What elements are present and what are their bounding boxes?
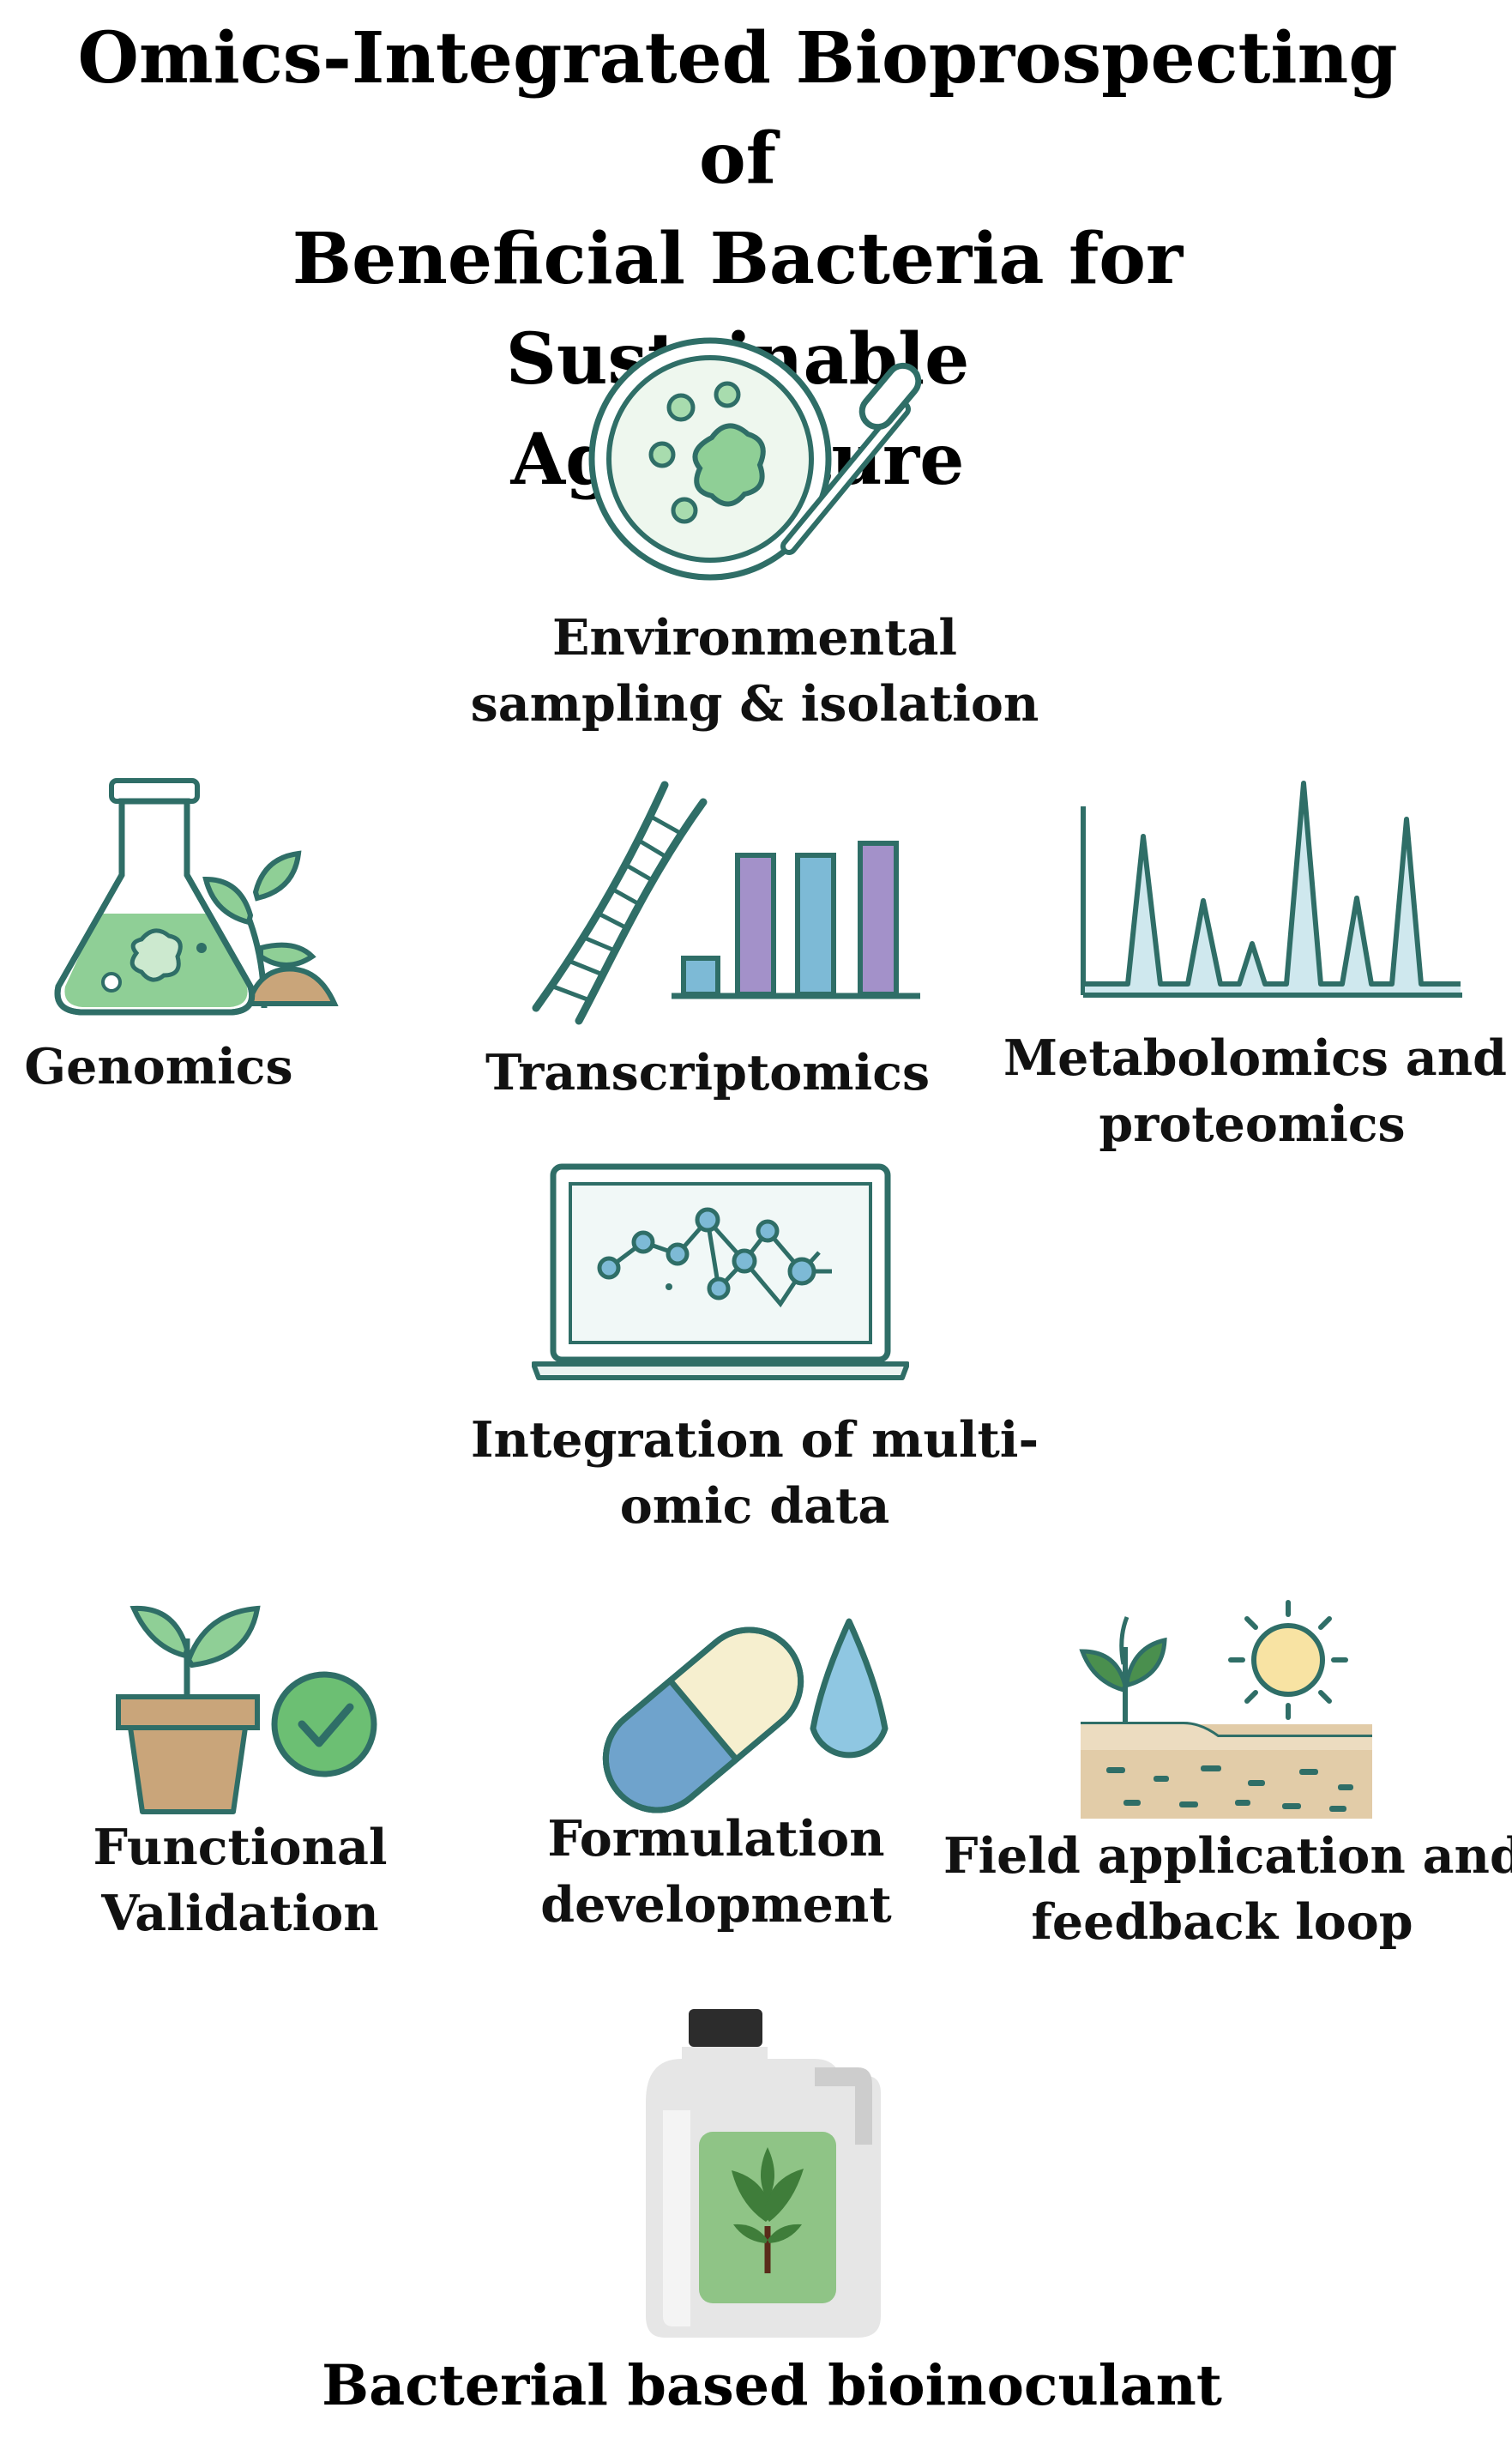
petri-dish-swab-icon xyxy=(583,330,943,591)
label-sampling: Environmental sampling & isolation xyxy=(470,609,1039,733)
label-field: Field application and feedback loop xyxy=(943,1827,1512,1951)
capsule-droplet-icon xyxy=(592,1613,901,1831)
label-formulation: Formulation development xyxy=(540,1810,892,1934)
title-line-1: Omics-Integrated Bioprospecting of xyxy=(77,17,1398,200)
laptop-network-icon xyxy=(531,1158,910,1385)
label-genomics: Genomics xyxy=(24,1038,293,1095)
potted-plant-check-icon xyxy=(111,1578,395,1831)
label-metabolomics: Metabolomics and proteomics xyxy=(1003,1029,1508,1153)
dna-bar-chart-icon xyxy=(519,776,931,1029)
product-label: Bacterial based bioinoculant xyxy=(322,2353,1222,2418)
label-transcriptomics: Transcriptomics xyxy=(485,1044,931,1101)
flask-plant-icon xyxy=(51,772,343,1024)
label-integration: Integration of multi- omic data xyxy=(470,1411,1039,1535)
label-validation: Functional Validation xyxy=(93,1819,388,1942)
bioinoculant-jug-icon xyxy=(639,2007,896,2345)
spectrum-peaks-icon xyxy=(1076,768,1471,1020)
field-sun-icon xyxy=(1072,1596,1381,1831)
